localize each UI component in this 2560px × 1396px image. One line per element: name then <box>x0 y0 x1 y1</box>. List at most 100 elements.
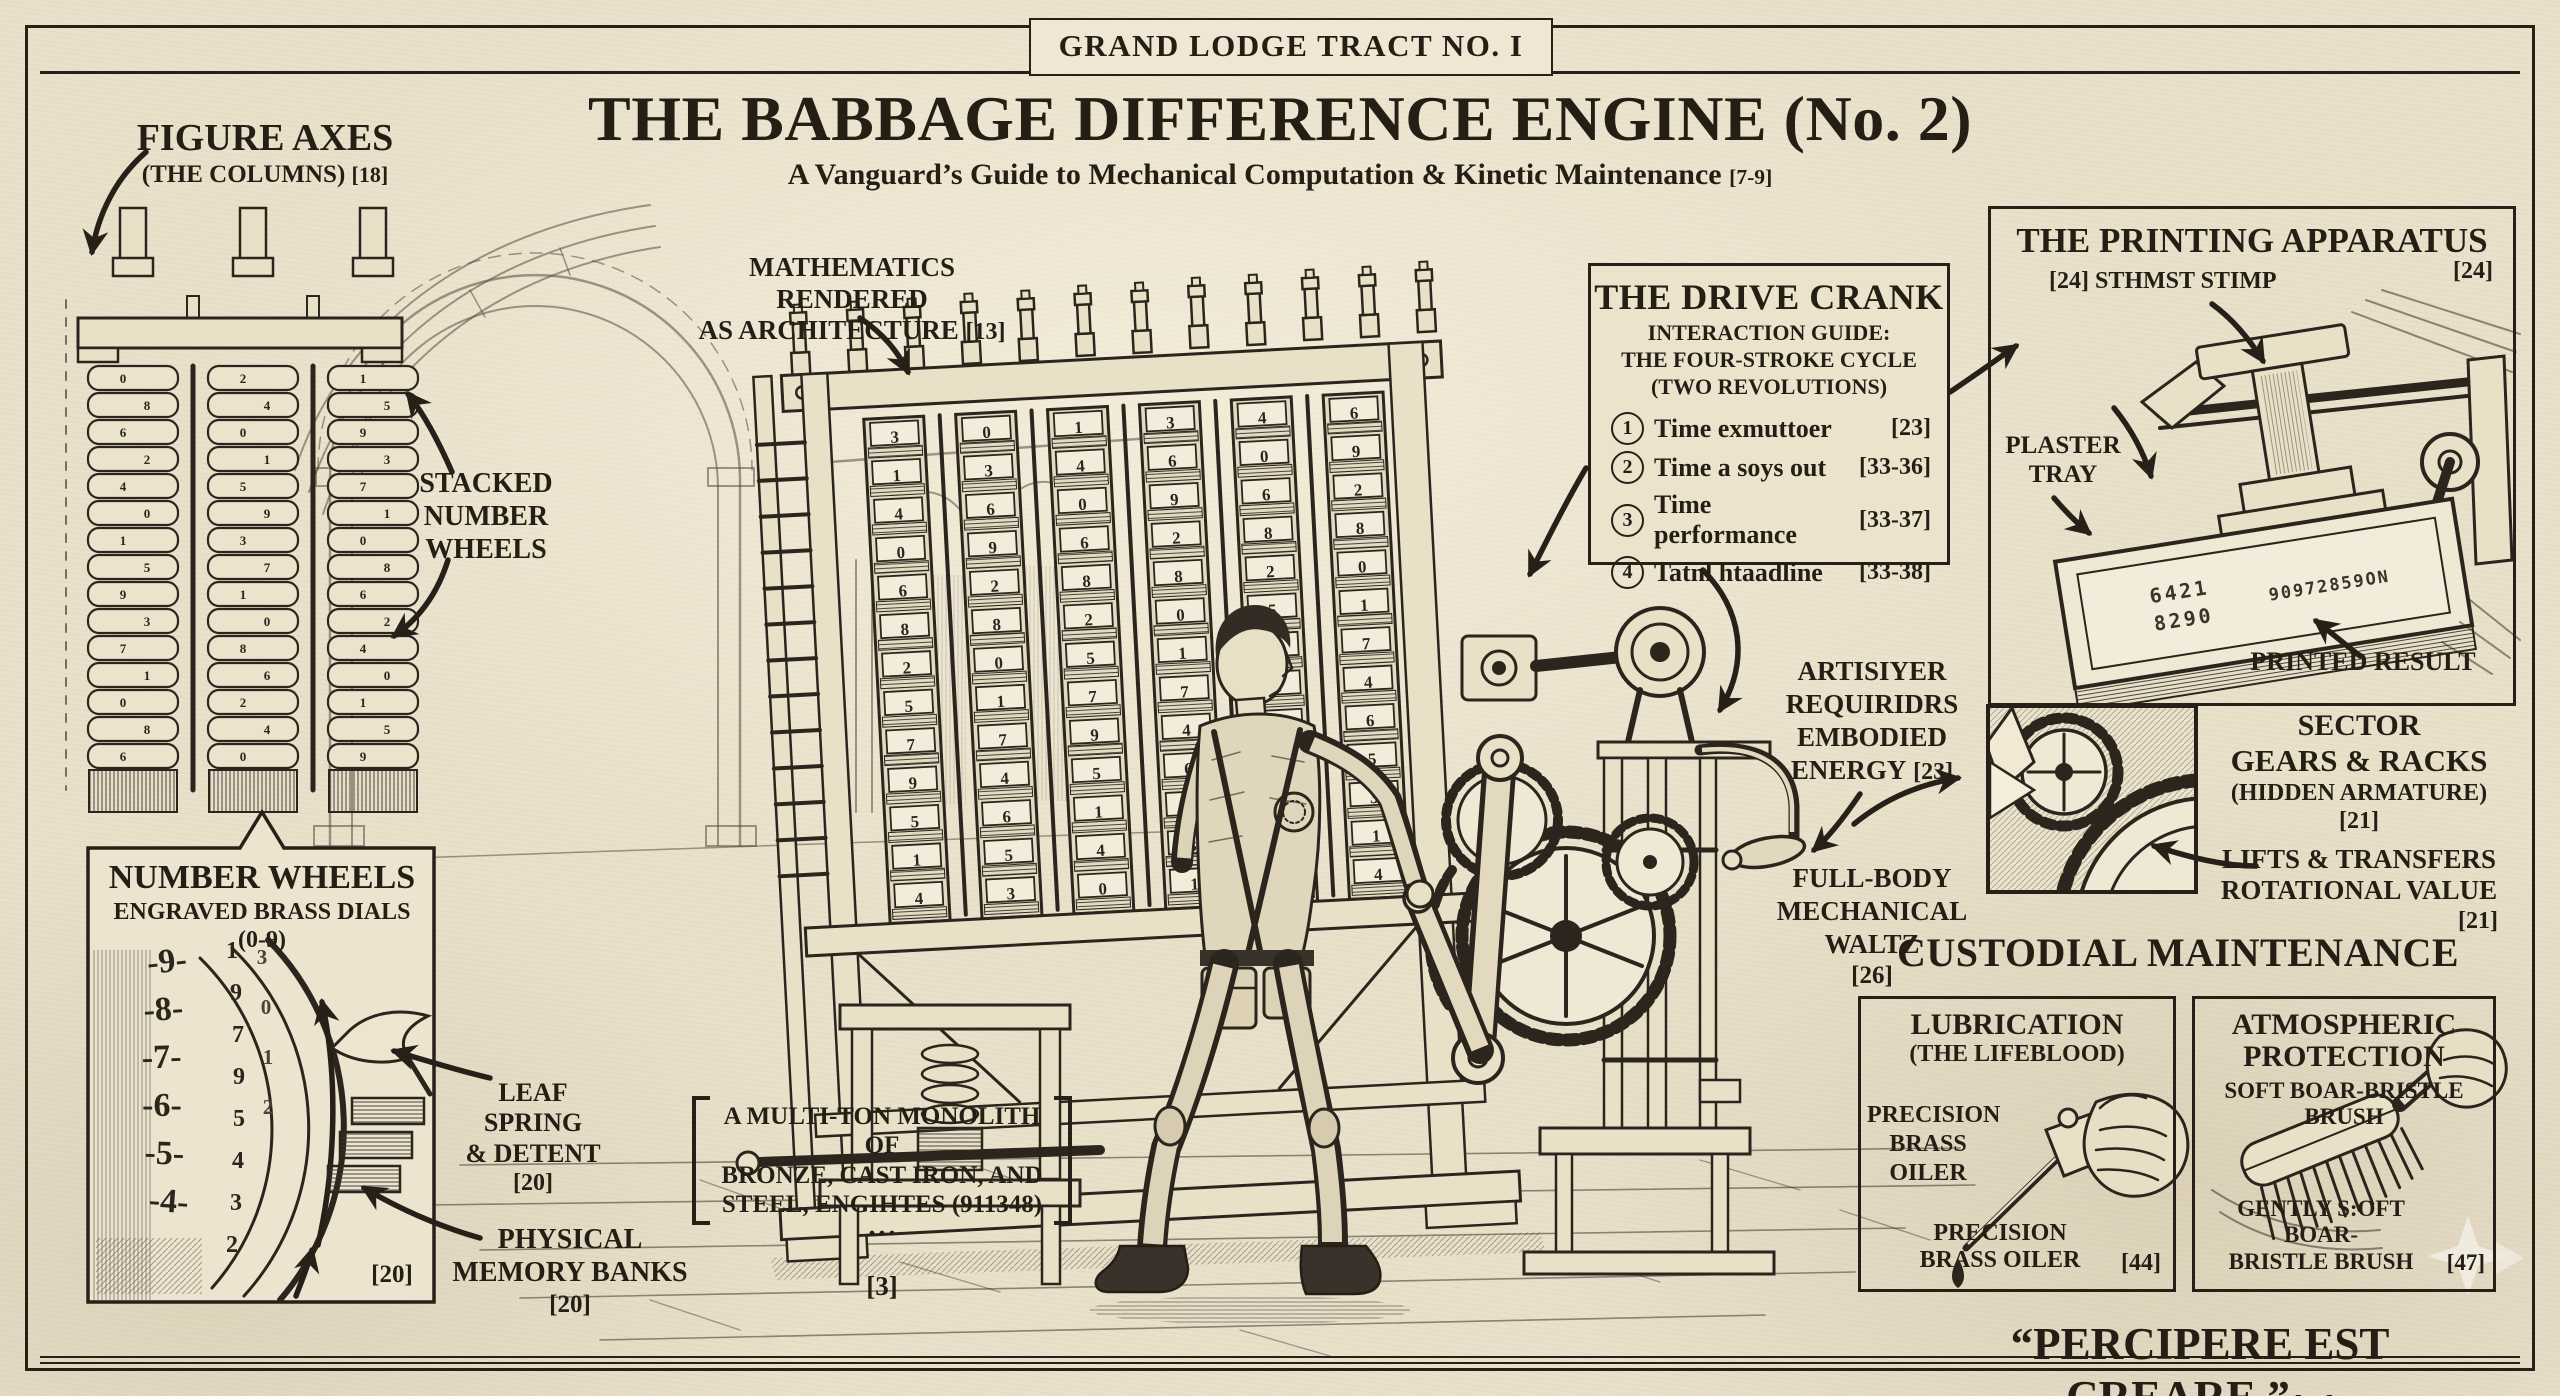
svg-text:5: 5 <box>233 1106 245 1132</box>
svg-text:7: 7 <box>1088 687 1098 706</box>
number-wheel-dial: -9- -8- -7- -6- -5- -4- 1 9 7 9 5 4 3 2 … <box>86 808 436 1304</box>
svg-text:7: 7 <box>1180 682 1190 701</box>
svg-text:0: 0 <box>896 543 905 562</box>
lubrication-panel: LUBRICATION (THE LIFEBLOOD) PRECISION BR… <box>1858 996 2176 1292</box>
number-wheels-subtitle: ENGRAVED BRASS DIALS <box>113 898 411 925</box>
svg-text:1: 1 <box>996 692 1005 711</box>
svg-text:4: 4 <box>360 641 367 656</box>
svg-text:-7-: -7- <box>141 1038 182 1076</box>
svg-text:1: 1 <box>892 466 901 485</box>
oiler-illustration <box>1952 1092 2190 1288</box>
svg-text:1: 1 <box>263 1045 274 1069</box>
sector-gears-label: SECTOR GEARS & RACKS (HIDDEN ARMATURE) [… <box>2220 709 2498 934</box>
svg-text:0: 0 <box>240 749 247 764</box>
svg-text:2: 2 <box>263 1095 274 1119</box>
svg-text:9: 9 <box>1170 490 1179 509</box>
svg-text:6: 6 <box>1002 807 1011 826</box>
svg-text:1: 1 <box>360 695 367 710</box>
svg-text:5: 5 <box>384 722 391 737</box>
svg-text:2: 2 <box>240 371 247 386</box>
svg-text:3: 3 <box>984 461 993 480</box>
svg-text:0: 0 <box>1098 879 1107 898</box>
drive-crank-panel: THE DRIVE CRANK INTERACTION GUIDE: THE F… <box>1588 263 1950 590</box>
printing-press-illustration: 6421 8290 90972859ON <box>2052 289 2521 713</box>
svg-text:8: 8 <box>1082 572 1091 591</box>
svg-text:8: 8 <box>1355 519 1364 538</box>
svg-text:1: 1 <box>1372 826 1381 845</box>
stamp-label: [24] STHMST STIMP <box>2049 268 2277 294</box>
svg-text:5: 5 <box>904 697 913 716</box>
svg-text:6: 6 <box>1168 451 1177 470</box>
plaster-tray-label: PLASTER TRAY <box>2005 432 2121 489</box>
leaf-spring-label: LEAF SPRING & DETENT [20] <box>448 1078 618 1197</box>
svg-text:1: 1 <box>912 850 921 869</box>
svg-text:4: 4 <box>1363 673 1373 692</box>
monolith-note: A MULTI-TON MONOLITH OF BRONZE, CAST IRO… <box>692 1096 1072 1303</box>
svg-text:7: 7 <box>232 1022 244 1048</box>
svg-text:8: 8 <box>992 615 1001 634</box>
svg-text:0: 0 <box>264 614 271 629</box>
svg-text:9: 9 <box>988 538 997 557</box>
svg-text:2: 2 <box>226 1232 238 1258</box>
svg-text:1: 1 <box>1094 802 1103 821</box>
monolith-dots: ··· <box>866 1217 897 1250</box>
svg-text:9: 9 <box>1090 725 1099 744</box>
number-wheels-range: (0-9) <box>238 926 286 953</box>
svg-text:4: 4 <box>1374 865 1384 884</box>
svg-text:0: 0 <box>1259 447 1268 466</box>
drive-crank-title: THE DRIVE CRANK <box>1594 277 1944 317</box>
svg-text:2: 2 <box>1172 528 1181 547</box>
lubrication-title: LUBRICATION <box>1910 1008 2124 1041</box>
svg-text:0: 0 <box>261 995 272 1019</box>
svg-text:3: 3 <box>257 945 268 969</box>
physical-memory-ref: [20] <box>549 1290 591 1318</box>
crank-handle <box>1694 743 1807 871</box>
step-number-icon: 1 <box>1611 412 1644 446</box>
svg-text:7: 7 <box>906 735 916 754</box>
monolith-ref: [3] <box>866 1271 898 1301</box>
physical-memory-label: PHYSICAL MEMORY BANKS [20] <box>430 1224 710 1319</box>
svg-text:2: 2 <box>384 614 391 629</box>
drive-crank-step-2: 2 Time a soys out [33-36] <box>1611 451 1931 485</box>
annotation-arrows <box>82 149 2363 1241</box>
svg-text:9: 9 <box>233 1064 245 1090</box>
svg-text:9: 9 <box>230 980 242 1006</box>
svg-text:4: 4 <box>1182 721 1192 740</box>
svg-text:4: 4 <box>1076 456 1086 475</box>
drive-crank-steps: 1 Time exmuttoer [23] 2 Time a soys out … <box>1611 412 1931 590</box>
sector-gear-illustration <box>1986 704 2198 894</box>
svg-text:0: 0 <box>982 423 991 442</box>
footer-quote-ref: [53] <box>2294 1392 2334 1396</box>
svg-text:0: 0 <box>360 533 367 548</box>
bottom-rule <box>40 1356 2520 1358</box>
number-wheels-title: NUMBER WHEELS <box>108 859 416 896</box>
brush-ref: [47] <box>2446 1250 2485 1276</box>
banner-text: GRAND LODGE TRACT NO. I <box>1058 28 1524 63</box>
figure-axes-illustration: 0862401593710862401593710862401593710862… <box>65 206 420 813</box>
svg-text:4: 4 <box>1000 769 1010 788</box>
watermark <box>2428 1216 2524 1296</box>
page-subtitle: A Vanguard’s Guide to Mechanical Computa… <box>0 158 2560 192</box>
figure-axes-title: FIGURE AXES <box>136 117 394 159</box>
step-number-icon: 4 <box>1611 556 1644 590</box>
svg-text:3: 3 <box>1006 884 1015 903</box>
svg-text:7: 7 <box>360 479 367 494</box>
svg-text:0: 0 <box>120 695 127 710</box>
banner: GRAND LODGE TRACT NO. I <box>1029 18 1553 76</box>
printed-result-label: PRINTED RESULT <box>2250 647 2476 676</box>
stacked-wheels-label: STACKED NUMBER WHEELS <box>419 468 553 565</box>
svg-text:3: 3 <box>230 1190 242 1216</box>
svg-text:3: 3 <box>144 614 151 629</box>
svg-text:6: 6 <box>1365 711 1374 730</box>
svg-text:8: 8 <box>240 641 247 656</box>
svg-text:9: 9 <box>1351 442 1360 461</box>
drive-crank-step-3: 3 Time performance [33-37] <box>1611 490 1931 550</box>
printing-apparatus-panel: THE PRINTING APPARATUS [24] [24] STHMST … <box>1988 206 2516 706</box>
svg-text:1: 1 <box>384 506 391 521</box>
svg-text:1: 1 <box>360 371 367 386</box>
figure-axes-ref: [18] <box>351 162 389 188</box>
svg-text:6: 6 <box>898 581 907 600</box>
svg-text:2: 2 <box>144 452 151 467</box>
